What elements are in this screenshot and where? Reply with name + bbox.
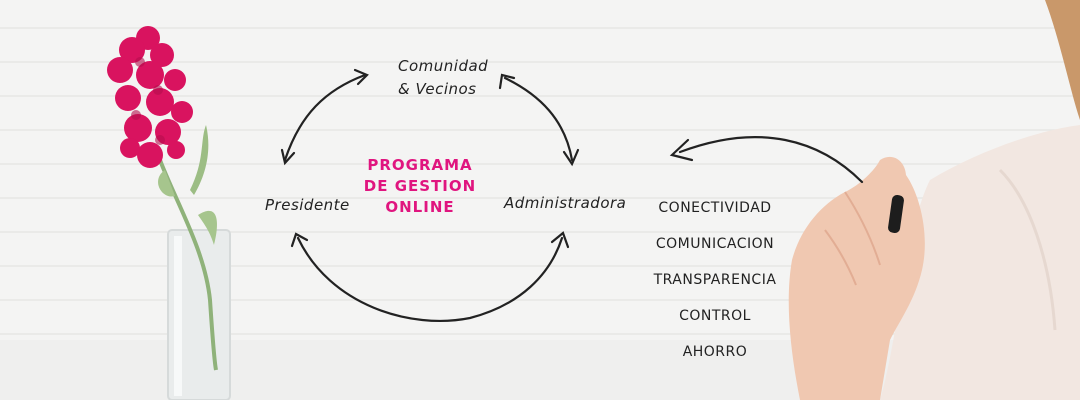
flower-stem <box>158 125 218 371</box>
node-comunidad-line2: & Vecinos <box>398 80 477 98</box>
arrow-top-right <box>503 76 574 162</box>
feature-item: CONECTIVIDAD <box>658 200 772 216</box>
arrow-top-left <box>283 73 367 162</box>
writing-hand <box>788 156 925 400</box>
arrow-bottom <box>296 236 564 322</box>
arrow-from-hand <box>678 136 864 184</box>
program-title: PROGRAMA DE GESTION ONLINE <box>350 155 490 218</box>
marker-pen <box>888 194 904 234</box>
node-presidente: Presidente <box>265 196 350 214</box>
program-title-line1: PROGRAMA <box>367 156 473 174</box>
feature-item: COMUNICACION <box>655 236 775 252</box>
node-comunidad-line1: Comunidad <box>398 57 489 75</box>
person <box>880 0 1080 400</box>
feature-list: CONECTIVIDAD COMUNICACION TRANSPARENCIA … <box>640 190 790 370</box>
node-administradora: Administradora <box>504 194 627 212</box>
feature-item: AHORRO <box>682 344 748 360</box>
diagram-arrows <box>280 68 864 322</box>
brick-wall <box>0 27 1080 335</box>
program-title-line2: DE GESTION <box>363 177 477 195</box>
program-title-line3: ONLINE <box>385 198 455 216</box>
pink-flower <box>107 26 193 168</box>
feature-item: TRANSPARENCIA <box>653 272 777 288</box>
feature-item: CONTROL <box>679 308 751 324</box>
